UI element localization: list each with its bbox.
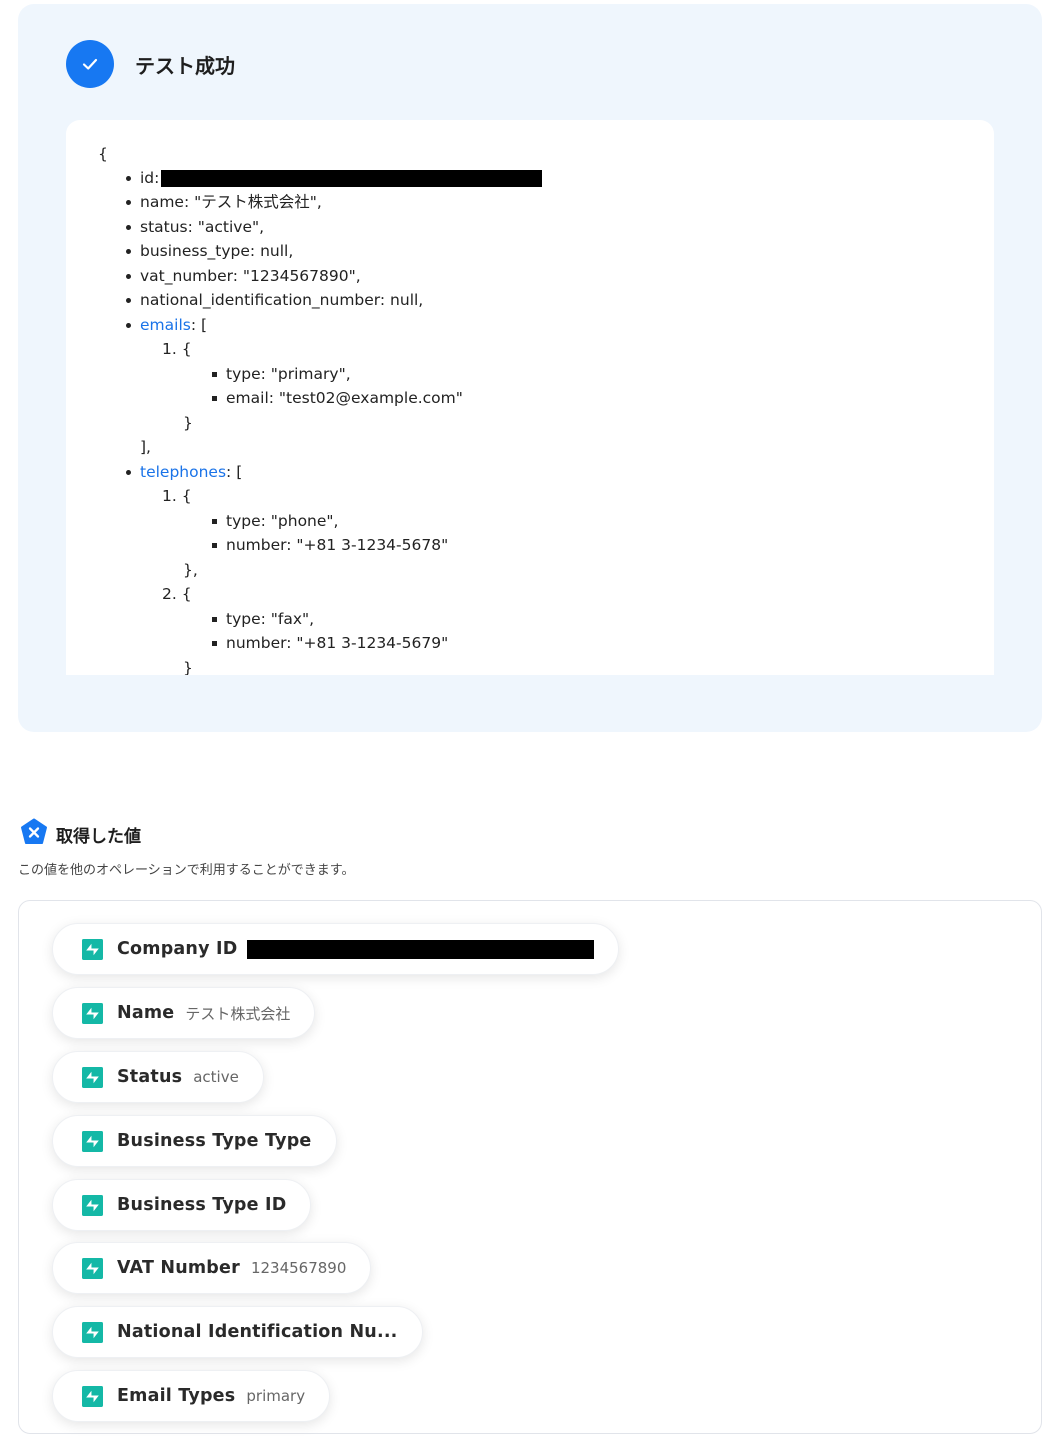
json-emails-line: emails: [ — [125, 315, 208, 335]
chip-value: primary — [246, 1387, 306, 1405]
tel2-type-line: type: "fax", — [211, 610, 315, 628]
chip-value: 1234567890 — [250, 1259, 347, 1277]
value-chip-name[interactable]: Name テスト株式会社 — [52, 987, 316, 1039]
values-section-description: この値を他のオペレーションで利用することができます。 — [18, 863, 355, 878]
chip-teal-icon — [82, 1194, 103, 1216]
value-chip-email-types[interactable]: Email Types primary — [52, 1370, 331, 1422]
emails-item-1-open: 1. { — [162, 340, 192, 358]
redacted-id — [161, 170, 543, 187]
json-output: { id: name: "テスト株式会社", status: "active",… — [66, 120, 994, 675]
chip-teal-icon — [82, 1385, 103, 1407]
test-status-title: テスト成功 — [135, 53, 235, 78]
json-telephones-line: telephones: [ — [125, 462, 243, 482]
value-chip-vat-number[interactable]: VAT Number 1234567890 — [52, 1242, 372, 1294]
json-business-type-line: business_type: null, — [125, 242, 294, 260]
emails-item-1-close: } — [183, 414, 193, 432]
json-status-line: status: "active", — [125, 218, 265, 236]
chip-value: テスト株式会社 — [185, 1004, 291, 1023]
test-result-panel: テスト成功 { id: name: "テスト株式会社", status: "ac… — [18, 4, 1042, 732]
test-status-row: テスト成功 — [66, 40, 235, 88]
emails-open-bracket: : [ — [190, 316, 208, 334]
chip-teal-icon — [82, 1066, 103, 1088]
value-chip-status[interactable]: Status active — [52, 1051, 264, 1103]
chip-label: Email Types — [117, 1386, 236, 1406]
chip-teal-icon — [82, 1321, 103, 1343]
json-vat-line: vat_number: "1234567890", — [126, 267, 361, 285]
telephones-item-2-close: } — [183, 659, 193, 675]
telephones-item-1-close: }, — [183, 561, 198, 579]
json-national-id-line: national_identification_number: null, — [125, 291, 424, 309]
telephones-item-1-open: 1. { — [162, 487, 192, 505]
chip-label: Name — [117, 1003, 175, 1023]
telephones-key-link[interactable]: telephones — [140, 463, 227, 481]
tel2-number-line: number: "+81 3-1234-5679" — [211, 634, 449, 652]
chip-label: VAT Number — [117, 1258, 240, 1278]
json-name-line: name: "テスト株式会社", — [126, 193, 322, 211]
chip-teal-icon — [82, 1257, 103, 1279]
check-icon — [66, 40, 114, 88]
value-chip-national-identification-number[interactable]: National Identification Nu... — [52, 1306, 423, 1358]
email-type-line: type: "primary", — [212, 365, 351, 383]
values-section-header: 取得した値 — [20, 818, 141, 850]
values-section-title: 取得した値 — [56, 826, 141, 847]
emails-key-link[interactable]: emails — [140, 316, 191, 334]
tel1-number-line: number: "+81 3-1234-5678" — [211, 536, 449, 554]
redacted-company-id — [247, 939, 595, 959]
email-value-line: email: "test02@example.com" — [212, 389, 463, 407]
chip-label: Business Type Type — [117, 1131, 312, 1151]
telephones-item-2-open: 2. { — [162, 585, 192, 603]
json-id-key: id: — [140, 169, 160, 187]
chip-label: Company ID — [117, 939, 238, 959]
tel1-type-line: type: "phone", — [211, 512, 339, 530]
chip-teal-icon — [82, 1130, 103, 1152]
chip-label: Status — [117, 1067, 183, 1087]
chip-teal-icon — [82, 938, 103, 960]
x-pentagon-icon — [20, 818, 48, 850]
chip-teal-icon — [82, 1002, 103, 1024]
json-open-brace: { — [98, 145, 108, 163]
value-chip-business-type-id[interactable]: Business Type ID — [52, 1179, 312, 1231]
values-panel: Company ID Name テスト株式会社 Status active Bu… — [18, 900, 1042, 1434]
value-chip-company-id[interactable]: Company ID — [52, 923, 620, 975]
json-id-line: id: — [125, 168, 543, 188]
chip-label: National Identification Nu... — [117, 1322, 398, 1342]
value-chip-business-type-type[interactable]: Business Type Type — [52, 1115, 337, 1167]
chip-value: active — [193, 1068, 239, 1086]
emails-close-bracket: ], — [140, 438, 151, 456]
telephones-open-bracket: : [ — [226, 463, 243, 481]
chip-label: Business Type ID — [117, 1195, 287, 1215]
